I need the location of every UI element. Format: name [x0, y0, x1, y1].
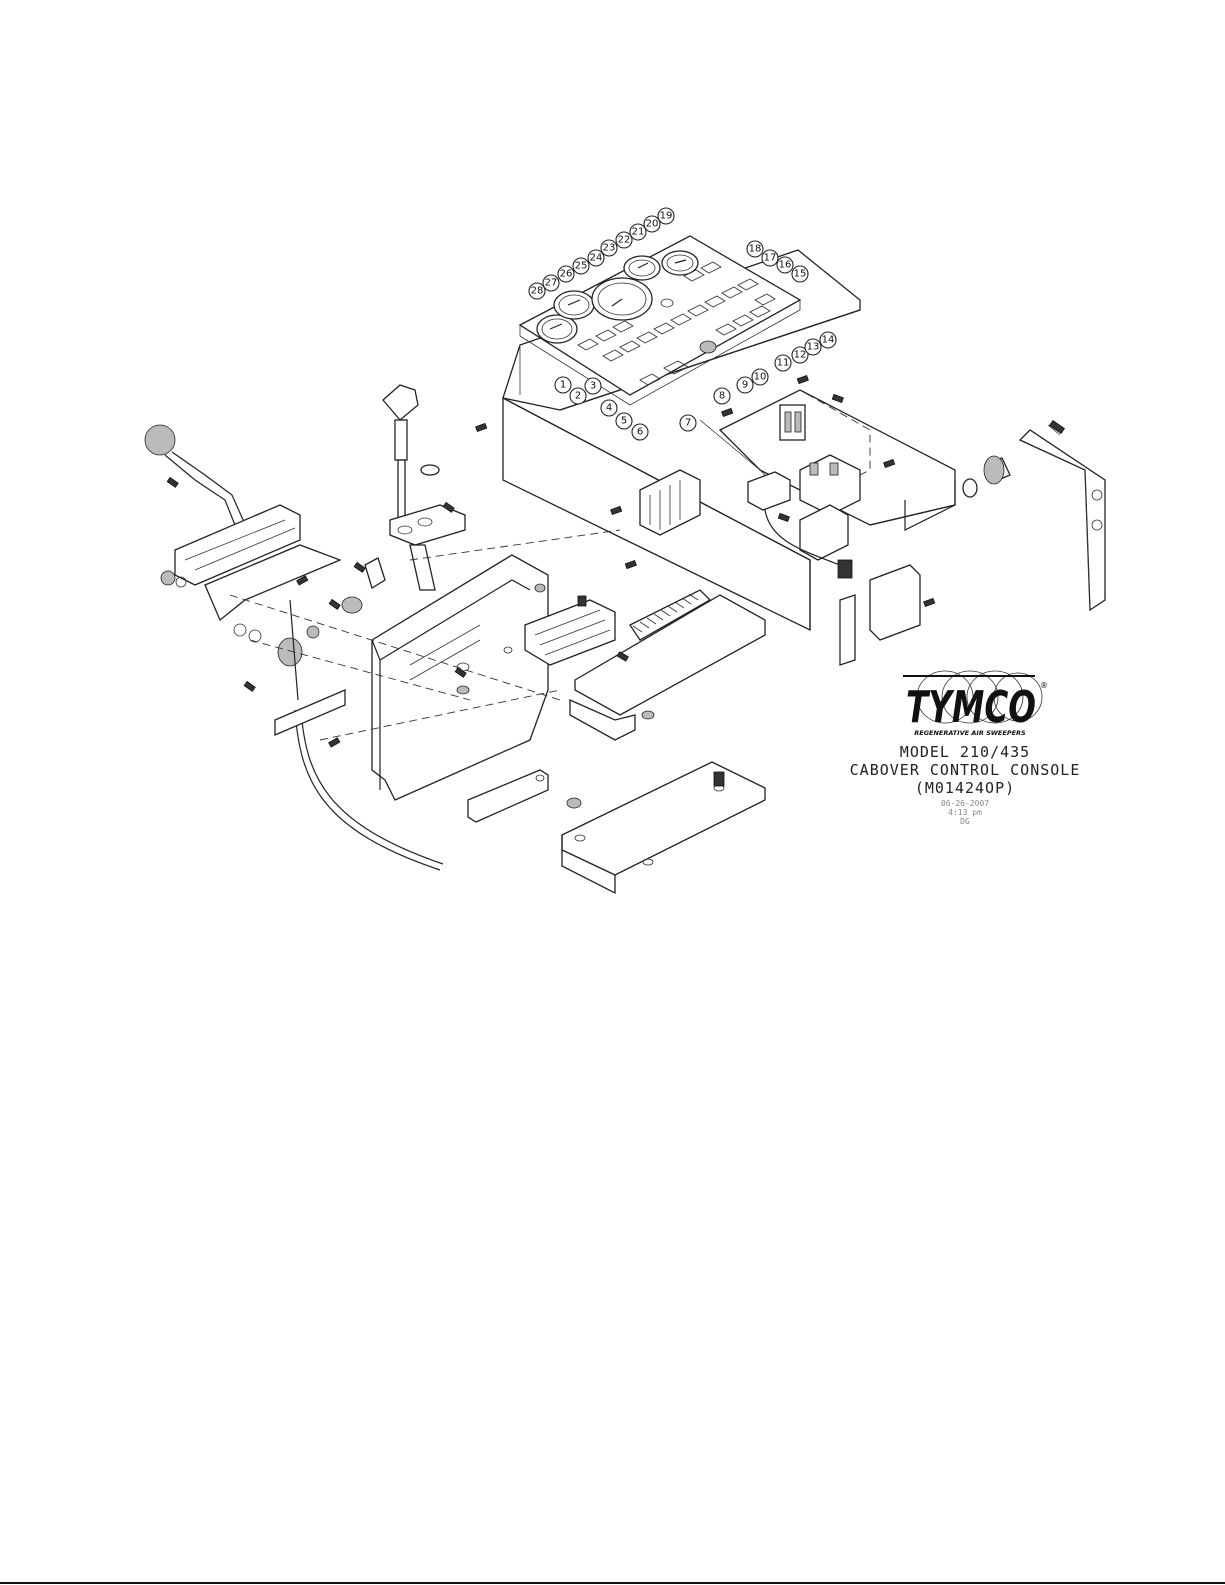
callout-7: 7 [680, 415, 696, 431]
side-mount-bracket [963, 421, 1105, 610]
title-initials: DG [960, 817, 970, 826]
callout-number: 26 [560, 269, 573, 280]
callout-24: 24 [588, 250, 604, 266]
gauge-21 [624, 256, 660, 280]
page-bottom-rule [0, 1582, 1225, 1584]
callout-18: 18 [747, 241, 763, 257]
callout-14: 14 [820, 332, 836, 348]
callout-number: 23 [603, 243, 616, 254]
callout-number: 15 [794, 269, 807, 280]
callout-2: 2 [570, 388, 586, 404]
lower-flat-bar [468, 770, 581, 822]
callout-number: 16 [779, 260, 792, 271]
callout-15: 15 [792, 266, 808, 282]
callout-number: 4 [606, 403, 612, 414]
callout-number: 28 [531, 286, 544, 297]
ignition-column [342, 385, 465, 613]
callout-13: 13 [805, 339, 821, 355]
callout-16: 16 [777, 257, 793, 273]
callout-number: 9 [742, 380, 748, 391]
callout-number: 14 [822, 335, 835, 346]
callout-11: 11 [775, 355, 791, 371]
gauge-26 [554, 291, 594, 319]
callout-number: 19 [660, 211, 673, 222]
callout-4: 4 [601, 400, 617, 416]
callout-number: 3 [590, 381, 596, 392]
callout-number: 12 [794, 350, 807, 361]
callout-5: 5 [616, 413, 632, 429]
callout-number: 8 [719, 391, 725, 402]
logo-registered-mark: ® [1040, 681, 1048, 690]
callout-23: 23 [601, 240, 617, 256]
callout-3: 3 [585, 378, 601, 394]
callout-22: 22 [616, 232, 632, 248]
callout-10: 10 [752, 369, 768, 385]
callout-number: 5 [621, 416, 627, 427]
shift-lever-assembly [145, 425, 340, 666]
logo-wordmark: TYMCO [906, 682, 1036, 733]
callout-25: 25 [573, 258, 589, 274]
gauge-24-speedometer [592, 278, 652, 320]
lower-angle-bracket [562, 762, 765, 893]
title-date: 06-26-2007 [941, 799, 989, 808]
title-time: 4:13 pm [948, 808, 982, 817]
callout-number: 13 [807, 342, 820, 353]
callout-number: 6 [637, 427, 643, 438]
title-part-number: (M01424OP) [915, 779, 1015, 797]
callout-number: 7 [685, 418, 691, 429]
callout-number: 22 [618, 235, 631, 246]
callout-1: 1 [555, 377, 571, 393]
callout-9: 9 [737, 377, 753, 393]
title-model: MODEL 210/435 [900, 743, 1030, 761]
callout-number: 17 [764, 253, 777, 264]
callout-number: 1 [560, 380, 566, 391]
tymco-logo: TYMCO ® REGENERATIVE AIR SWEEPERS [903, 671, 1048, 737]
callout-17: 17 [762, 250, 778, 266]
callout-number: 11 [777, 358, 790, 369]
callout-number: 25 [575, 261, 588, 272]
title-name: CABOVER CONTROL CONSOLE [850, 761, 1081, 779]
callout-27: 27 [543, 275, 559, 291]
callout-28: 28 [529, 283, 545, 299]
callout-number: 18 [749, 244, 762, 255]
callout-number: 24 [590, 253, 603, 264]
callout-8: 8 [714, 388, 730, 404]
callout-number: 21 [632, 227, 645, 238]
title-block: MODEL 210/435 CABOVER CONTROL CONSOLE (M… [850, 743, 1081, 826]
callout-20: 20 [644, 216, 660, 232]
callout-21: 21 [630, 224, 646, 240]
callout-number: 10 [754, 372, 767, 383]
callout-6: 6 [632, 424, 648, 440]
callout-26: 26 [558, 266, 574, 282]
logo-tagline: REGENERATIVE AIR SWEEPERS [914, 729, 1026, 737]
callout-number: 2 [575, 391, 581, 402]
callout-19: 19 [658, 208, 674, 224]
callout-number: 20 [646, 219, 659, 230]
callout-number: 27 [545, 278, 558, 289]
